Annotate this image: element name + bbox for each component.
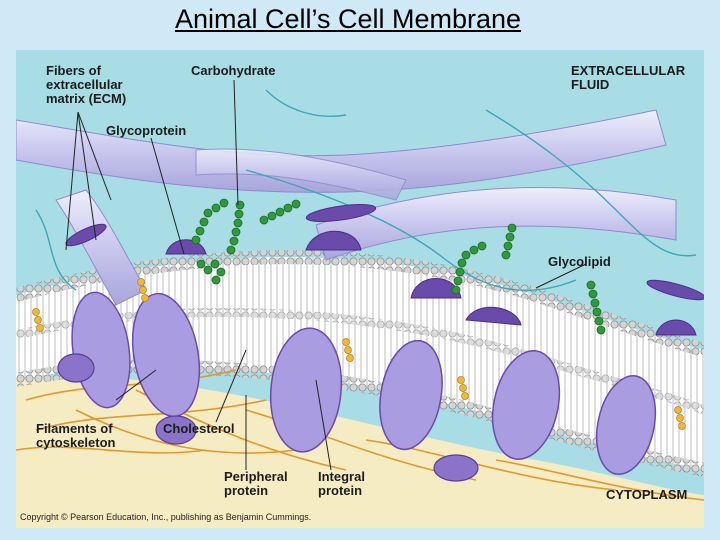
carbohydrate-chains bbox=[191, 198, 606, 335]
label-carbohydrate: Carbohydrate bbox=[191, 63, 276, 78]
label-cytoskeleton-filaments: Filaments of cytoskeleton bbox=[36, 421, 116, 450]
label-integral-protein: Integral protein bbox=[318, 469, 365, 498]
integral-proteins bbox=[71, 291, 657, 476]
cholesterol-molecules bbox=[32, 278, 686, 430]
label-glycolipid: Glycolipid bbox=[548, 254, 611, 269]
label-extracellular-fluid: EXTRACELLULAR FLUID bbox=[571, 63, 686, 92]
label-glycoprotein: Glycoprotein bbox=[106, 123, 187, 138]
peripheral-proteins bbox=[57, 353, 479, 482]
glycoprotein-heads bbox=[65, 204, 704, 336]
label-peripheral-protein: Peripheral protein bbox=[224, 469, 288, 498]
proteoglycan-fibers bbox=[35, 89, 697, 292]
leader-lines bbox=[65, 79, 587, 471]
ecm-fibers bbox=[16, 109, 677, 306]
membrane-illustration bbox=[16, 50, 704, 528]
label-cytoplasm: CYTOPLASM bbox=[606, 487, 688, 502]
label-cholesterol: Cholesterol bbox=[163, 421, 235, 436]
cytoplasm-region bbox=[16, 376, 704, 528]
label-ecm-fibers: Fibers of extracellular matrix (ECM) bbox=[46, 63, 127, 106]
slide-title: Animal Cell’s Cell Membrane bbox=[174, 4, 522, 34]
membrane-figure: Fibers of extracellular matrix (ECM) Car… bbox=[16, 50, 704, 528]
copyright-notice: Copyright © Pearson Education, Inc., pub… bbox=[20, 512, 312, 522]
